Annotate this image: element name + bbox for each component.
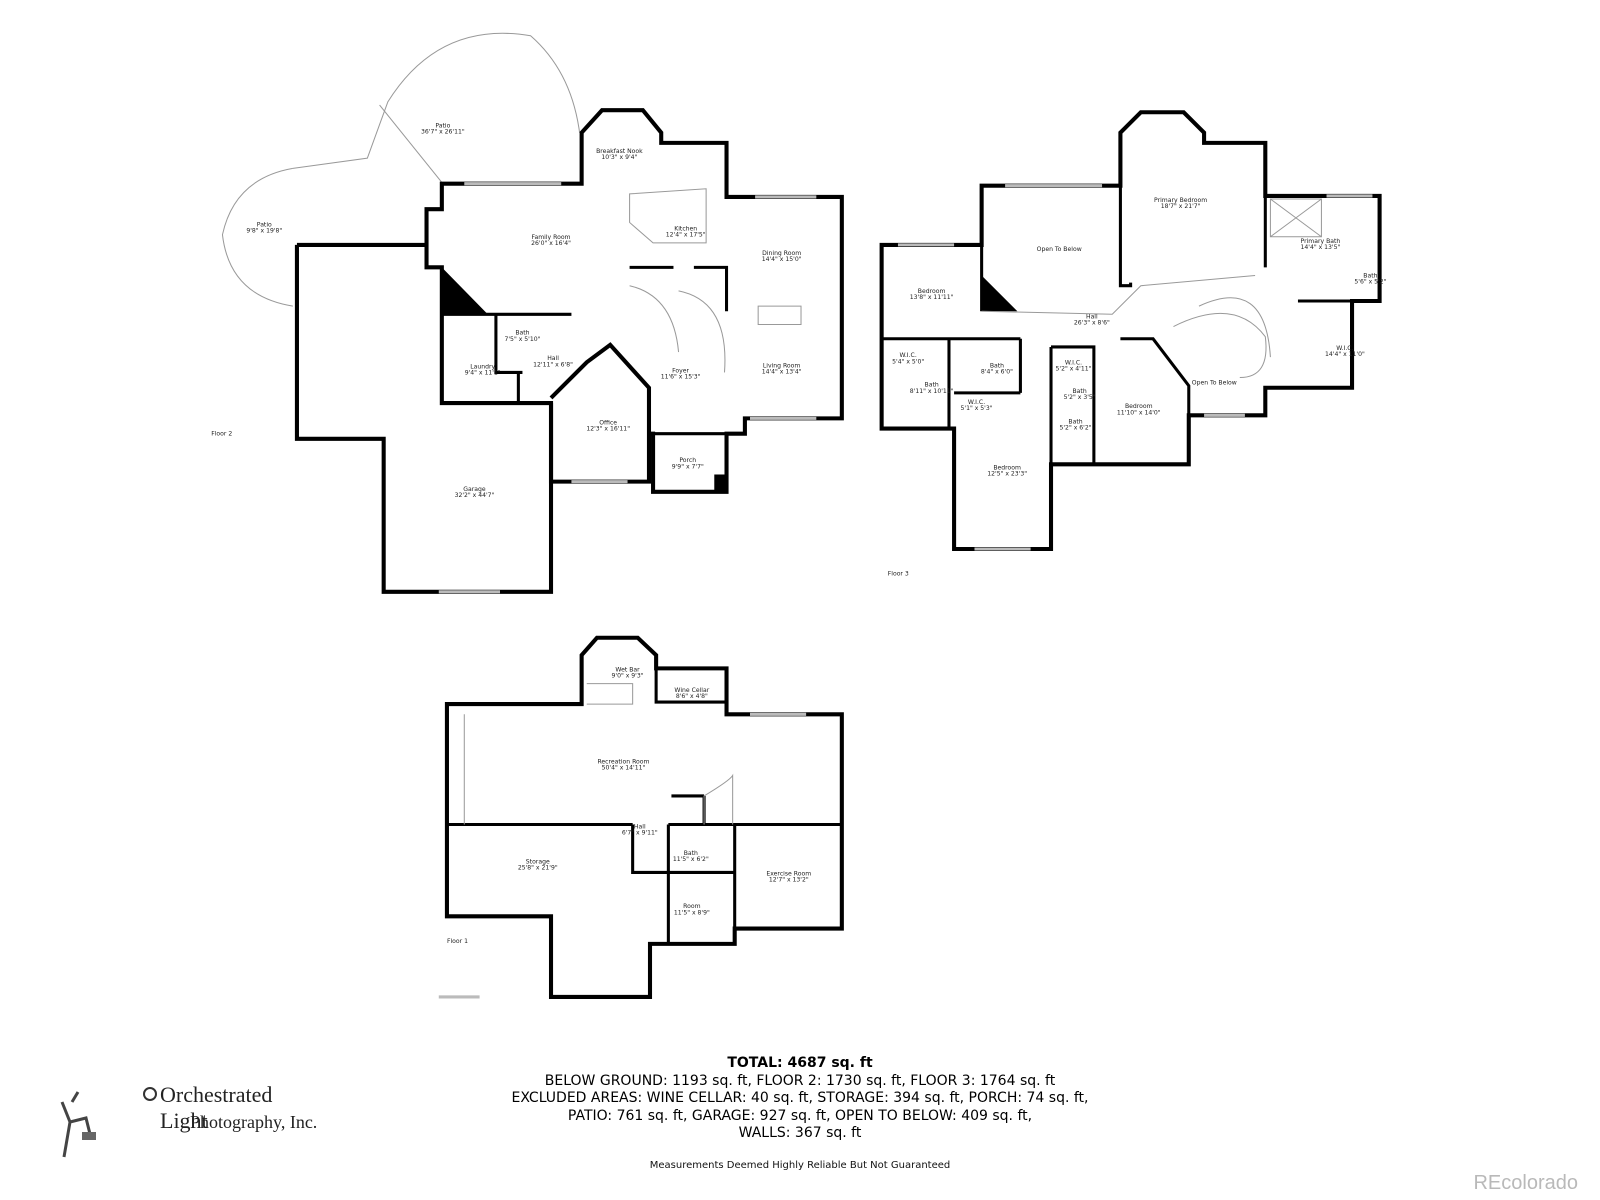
room-dims: 13'8" x 11'11" xyxy=(910,294,954,301)
room-name: Porch xyxy=(679,457,696,464)
room-dims: 9'4" x 11'1" xyxy=(465,369,501,376)
recolorado-watermark: REcolorado xyxy=(1473,1172,1578,1194)
room-dims: 11'5" x 8'9" xyxy=(674,909,710,916)
room-dims: 12'5" x 23'3" xyxy=(987,471,1027,478)
room-dims: 11'6" x 15'3" xyxy=(661,374,701,381)
room-dims: 5'2" x 6'2" xyxy=(1059,425,1091,432)
room-name: W.I.C. xyxy=(968,399,985,406)
room-name: Patio xyxy=(257,222,272,229)
room-name: Family Room xyxy=(532,234,571,241)
room-name: Bath xyxy=(684,850,698,857)
room-dims: 18'7" x 21'7" xyxy=(1161,203,1201,210)
room-dims: 32'2" x 44'7" xyxy=(455,492,495,499)
room-name: Primary Bedroom xyxy=(1154,197,1207,204)
room-name: Bath xyxy=(990,362,1004,369)
total-area: TOTAL: 4687 sq. ft xyxy=(727,1055,873,1071)
room-dims: 11'10" x 14'0" xyxy=(1117,409,1161,416)
room-dims: 5'2" x 3'5" xyxy=(1064,394,1096,401)
room-name: Wet Bar xyxy=(615,666,640,673)
room-name: Bath xyxy=(1068,418,1082,425)
room-dims: 12'3" x 16'11" xyxy=(586,426,630,433)
room-dims: 9'8" x 19'8" xyxy=(246,228,282,235)
room-name: Open To Below xyxy=(1037,246,1082,253)
room-name: Kitchen xyxy=(674,226,697,233)
room-name: Bath xyxy=(1363,273,1377,280)
room-dims: 12'4" x 17'5" xyxy=(666,232,706,239)
room-dims: 14'4" x 11'0" xyxy=(1325,351,1365,358)
room-name: W.I.C. xyxy=(1065,359,1082,366)
logo-line-1: Orchestrated Light xyxy=(160,1082,273,1133)
floor-3-label: Floor 3 xyxy=(888,571,909,578)
disclaimer: Measurements Deemed Highly Reliable But … xyxy=(649,1160,951,1171)
room-dims: 8'11" x 10'11" xyxy=(910,388,954,395)
room-name: Dining Room xyxy=(762,250,801,257)
room-name: Exercise Room xyxy=(766,871,811,878)
room-name: Hall xyxy=(634,824,646,831)
room-dims: 14'4" x 13'5" xyxy=(1301,244,1341,251)
floor-1-label: Floor 1 xyxy=(447,938,468,945)
room-dims: 8'4" x 6'0" xyxy=(981,368,1013,375)
room-dims: 14'4" x 15'0" xyxy=(762,256,802,263)
room-name: Bedroom xyxy=(993,464,1021,471)
room-name: Garage xyxy=(463,486,486,493)
room-dims: 26'3" x 8'6" xyxy=(1074,319,1110,326)
room-dims: 36'7" x 26'11" xyxy=(421,129,465,136)
room-name: Bath xyxy=(925,382,939,389)
room-dims: 5'2" x 4'11" xyxy=(1056,365,1092,372)
logo-line-2: Photography, Inc. xyxy=(190,1112,318,1132)
floor-2-plan xyxy=(221,32,844,594)
room-name: Wine Cellar xyxy=(674,687,709,694)
orchestrated-light-logo: Orchestrated Light Photography, Inc. xyxy=(50,1082,320,1162)
floor-1-plan xyxy=(438,635,844,999)
floor-2-label: Floor 2 xyxy=(211,431,232,438)
room-name: Bedroom xyxy=(1125,403,1153,410)
excluded-areas-cont: PATIO: 761 sq. ft, GARAGE: 927 sq. ft, O… xyxy=(567,1107,1033,1124)
room-name: Foyer xyxy=(672,367,689,374)
room-name: Breakfast Nook xyxy=(596,148,643,155)
room-name: Primary Bath xyxy=(1301,238,1341,245)
room-name: Bath xyxy=(1072,388,1086,395)
room-name: Hall xyxy=(547,355,559,362)
floor-3-plan xyxy=(879,110,1382,552)
room-name: Bath xyxy=(515,330,529,337)
room-dims: 12'11" x 6'8" xyxy=(533,361,573,368)
room-dims: 10'3" x 9'4" xyxy=(601,154,637,161)
room-name: Room xyxy=(683,903,700,910)
room-dims: 9'0" x 9'3" xyxy=(612,673,644,680)
room-dims: 9'9" x 7'7" xyxy=(672,463,704,470)
excluded-areas: EXCLUDED AREAS: WINE CELLAR: 40 sq. ft, … xyxy=(511,1090,1089,1106)
room-dims: 5'6" x 5'2" xyxy=(1354,279,1386,286)
room-name: Laundry xyxy=(470,363,495,370)
room-name: Open To Below xyxy=(1192,380,1237,387)
room-dims: 11'5" x 6'2" xyxy=(673,856,709,863)
dancer-sun-icon xyxy=(60,1087,157,1158)
room-name: W.I.C. xyxy=(900,352,917,359)
room-dims: 5'1" x 5'3" xyxy=(961,405,993,412)
room-name: Hall xyxy=(1086,313,1098,320)
room-name: Bedroom xyxy=(918,288,946,295)
room-dims: 50'4" x 14'11" xyxy=(602,764,646,771)
room-name: Recreation Room xyxy=(597,758,649,765)
walls-area: WALLS: 367 sq. ft xyxy=(738,1125,862,1141)
room-dims: 6'7" x 9'11" xyxy=(622,830,658,837)
room-dims: 26'0" x 16'4" xyxy=(531,240,571,247)
room-dims: 5'4" x 5'0" xyxy=(892,358,924,365)
room-dims: 7'5" x 5'10" xyxy=(504,336,540,343)
room-name: Office xyxy=(599,419,617,426)
room-dims: 12'7" x 13'2" xyxy=(769,877,809,884)
room-name: Patio xyxy=(435,123,450,130)
floor-areas: BELOW GROUND: 1193 sq. ft, FLOOR 2: 1730… xyxy=(544,1072,1056,1089)
area-summary: TOTAL: 4687 sq. ft BELOW GROUND: 1193 sq… xyxy=(0,1055,1600,1143)
room-name: Living Room xyxy=(763,362,801,369)
room-name: Storage xyxy=(526,858,550,865)
room-dims: 25'8" x 21'9" xyxy=(518,864,558,871)
room-dims: 8'6" x 4'8" xyxy=(676,693,708,700)
room-name: W.I.C. xyxy=(1336,345,1353,352)
room-dims: 14'4" x 13'4" xyxy=(762,368,802,375)
